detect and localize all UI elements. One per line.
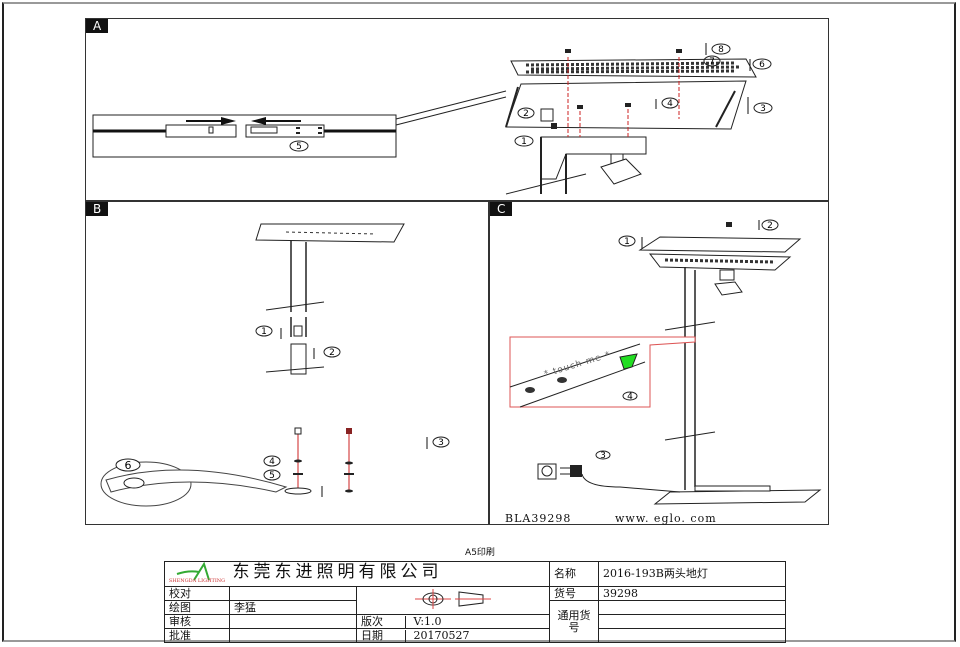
panel-label-b: B (86, 202, 109, 216)
svg-text:1: 1 (521, 137, 527, 147)
item-no-label: 货号 (549, 586, 600, 601)
arrow-right-icon (186, 117, 236, 125)
projection-symbol (355, 586, 551, 615)
step-markers-b-top: 1 2 (255, 325, 341, 359)
general-item-value-1 (598, 600, 786, 615)
svg-text:2: 2 (523, 109, 529, 119)
panel-a-drawing: 5 (92, 43, 773, 195)
row-value-approve (229, 628, 357, 643)
svg-text:3: 3 (438, 438, 444, 448)
company-logo: SHENGDA LIGHTING (169, 561, 229, 586)
svg-text:5: 5 (269, 471, 275, 481)
logo-text: SHENGDA LIGHTING (169, 578, 225, 584)
power-supply: 3 (537, 450, 681, 493)
svg-text:1: 1 (261, 327, 267, 337)
panel-a: A 5 (85, 18, 829, 201)
svg-text:6: 6 (759, 60, 765, 70)
svg-text:2: 2 (329, 348, 335, 358)
svg-text:6: 6 (125, 459, 132, 472)
website-link[interactable]: www. eglo. com (615, 512, 717, 525)
name-label: 名称 (549, 561, 600, 587)
panel-b: B 1 2 (85, 201, 489, 525)
panel-b-drawing: 1 2 3 4 5 6 (100, 223, 450, 507)
connector-detail: 5 (92, 90, 507, 158)
panel-label-c: C (490, 202, 513, 216)
row-value-draw: 李猛 (229, 600, 357, 615)
svg-text:2: 2 (767, 221, 773, 231)
svg-text:3: 3 (760, 104, 766, 114)
svg-text:7: 7 (709, 57, 715, 67)
company-name: 东莞东进照明有限公司 (232, 562, 443, 582)
first-angle-projection-icon (415, 589, 492, 609)
svg-text:4: 4 (627, 392, 633, 402)
print-note: A5印刷 (465, 548, 495, 558)
floor-lamp (638, 222, 822, 505)
row-label-draw: 绘图 (164, 600, 230, 615)
svg-text:1: 1 (624, 237, 630, 247)
general-item-value-2 (598, 614, 786, 629)
touch-detail: * touch me * 4 (509, 336, 696, 408)
company-header: SHENGDA LIGHTING 东莞东进照明有限公司 (163, 561, 551, 587)
general-item-label: 通用货号 (549, 600, 600, 643)
date-cell: 日期 20170527 (355, 628, 551, 643)
model-code: BLA39298 (505, 512, 572, 525)
panel-label-a: A (86, 19, 109, 33)
arrow-left-icon (251, 117, 301, 125)
version-value: V:1.0 (413, 614, 442, 628)
svg-text:8: 8 (718, 45, 724, 55)
general-item-value-3 (598, 628, 786, 643)
row-value-review (229, 614, 357, 629)
svg-text:4: 4 (269, 457, 275, 467)
title-block: SHENGDA LIGHTING 东莞东进照明有限公司 名称 2016-193B… (163, 561, 786, 643)
item-no-value: 39298 (598, 586, 786, 601)
step-5-label: 5 (296, 142, 302, 152)
step-markers-c: 1 2 (618, 219, 779, 249)
lamp-head-exploded (505, 49, 757, 195)
panel-c-drawing: * touch me * 4 3 1 2 (509, 219, 822, 505)
version-label: 版次 (357, 615, 406, 628)
date-value: 20170527 (413, 628, 470, 642)
svg-text:4: 4 (667, 99, 673, 109)
panel-c: C * touch me * 4 (489, 201, 829, 525)
name-value: 2016-193B两头地灯 (598, 561, 786, 587)
step-markers-a: 1 2 3 4 6 7 8 (514, 43, 773, 147)
date-label: 日期 (357, 629, 406, 642)
touch-pad (619, 353, 638, 370)
row-label-check: 校对 (164, 586, 230, 601)
base-fixing-detail (100, 427, 354, 507)
row-label-review: 审核 (164, 614, 230, 629)
step-markers-b-bottom: 3 4 5 6 (115, 436, 450, 497)
row-value-check (229, 586, 357, 601)
lamp-top-section (255, 223, 405, 375)
version-cell: 版次 V:1.0 (355, 614, 551, 629)
svg-text:3: 3 (600, 451, 606, 461)
row-label-approve: 批准 (164, 628, 230, 643)
